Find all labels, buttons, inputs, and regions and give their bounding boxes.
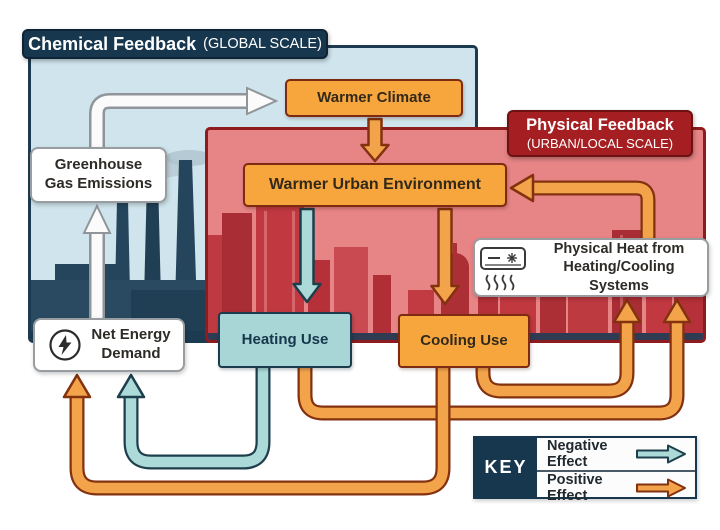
greenhouse-gas-emissions-node: Greenhouse Gas Emissions: [30, 147, 167, 203]
cooling-use-label: Cooling Use: [420, 331, 508, 349]
heating-use-node: Heating Use: [218, 312, 352, 368]
legend: KEY Negative Effect Positive Effect: [473, 436, 697, 504]
warmer-urban-environment-node: Warmer Urban Environment: [243, 163, 507, 207]
cooling-use-node: Cooling Use: [398, 314, 530, 368]
net-energy-line2: Demand: [101, 345, 161, 362]
arrow-urban-to-cooling: [430, 207, 460, 306]
chemical-feedback-title: Chemical Feedback: [28, 33, 197, 54]
warmer-climate-node: Warmer Climate: [285, 79, 463, 117]
physical-feedback-title: Physical Feedback: [526, 116, 674, 135]
positive-effect-label: Positive Effect: [547, 472, 603, 504]
greenhouse-line1: Greenhouse: [54, 156, 143, 174]
positive-effect-arrow-icon: [635, 478, 687, 498]
chemical-feedback-label: Chemical Feedback (GLOBAL SCALE): [22, 29, 328, 59]
chemical-feedback-scale: (GLOBAL SCALE): [203, 36, 322, 52]
arrow-heating-to-net-energy: [116, 362, 271, 470]
arrow-physical-heat-to-urban: [509, 173, 656, 244]
physical-heat-line2: Heating/Cooling Systems: [563, 259, 675, 294]
arrow-heating-to-physical-heat: [297, 298, 692, 421]
legend-title: KEY: [475, 438, 537, 497]
greenhouse-line2: Gas Emissions: [44, 175, 153, 192]
heating-use-label: Heating Use: [241, 330, 329, 348]
lightning-icon: [47, 327, 83, 363]
negative-effect-label: Negative Effect: [547, 438, 608, 470]
legend-row-positive: Positive Effect: [537, 470, 695, 504]
arrow-energy-to-emissions: [82, 203, 112, 320]
arrow-cooling-to-net-energy: [62, 362, 451, 496]
physical-heat-line1: Physical Heat from: [553, 241, 685, 258]
net-energy-line1: Net Energy: [91, 326, 171, 344]
warmer-climate-label: Warmer Climate: [317, 88, 431, 106]
arrow-urban-to-heating: [292, 207, 322, 304]
arrow-cooling-to-physical-heat: [475, 298, 642, 399]
arrow-emissions-to-warmer-climate: [89, 86, 279, 149]
physical-feedback-label: Physical Feedback (URBAN/LOCAL SCALE): [507, 110, 693, 157]
physical-heat-node: Physical Heat from Heating/Cooling Syste…: [473, 238, 709, 297]
ac-unit-icon: [479, 245, 527, 291]
legend-row-negative: Negative Effect: [537, 438, 695, 470]
net-energy-demand-node: Net Energy Demand: [33, 318, 185, 372]
negative-effect-arrow-icon: [635, 444, 687, 464]
physical-feedback-scale: (URBAN/LOCAL SCALE): [526, 135, 674, 151]
warmer-urban-environment-label: Warmer Urban Environment: [269, 176, 481, 193]
arrow-climate-to-urban: [360, 117, 390, 163]
